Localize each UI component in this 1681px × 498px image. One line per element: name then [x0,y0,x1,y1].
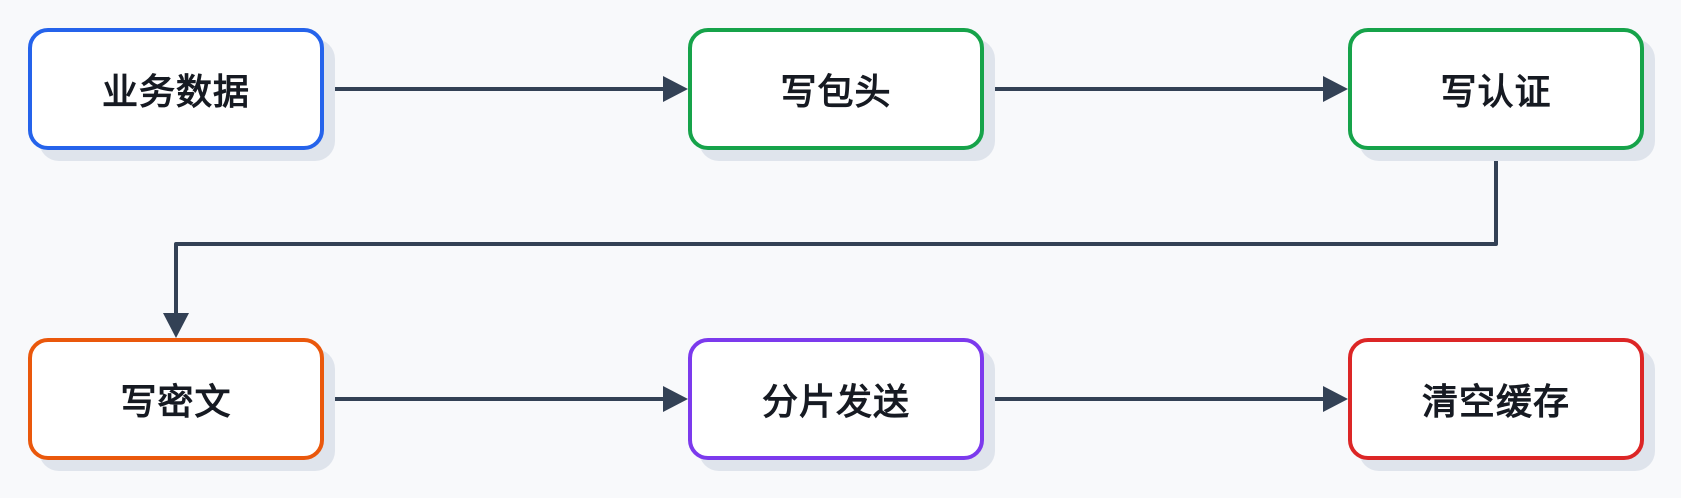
node-label: 写密文 [120,382,232,423]
node-label: 业务数据 [101,72,250,113]
arrowhead-icon [1323,386,1348,412]
node-label: 清空缓存 [1421,382,1570,423]
arrowhead-icon [663,76,688,102]
node-write-header[interactable]: 写包头 [688,28,984,150]
node-write-ciphertext[interactable]: 写密文 [28,338,324,460]
arrowhead-icon [1323,76,1348,102]
arrowhead-icon [663,386,688,412]
node-fragment-send[interactable]: 分片发送 [688,338,984,460]
arrow-edge-3-4 [174,150,1498,315]
node-business-data[interactable]: 业务数据 [28,28,324,150]
node-write-auth[interactable]: 写认证 [1348,28,1644,150]
arrowhead-icon [163,313,189,338]
node-label: 分片发送 [761,382,910,423]
node-label: 写包头 [780,72,892,113]
node-clear-cache[interactable]: 清空缓存 [1348,338,1644,460]
node-label: 写认证 [1440,72,1552,113]
